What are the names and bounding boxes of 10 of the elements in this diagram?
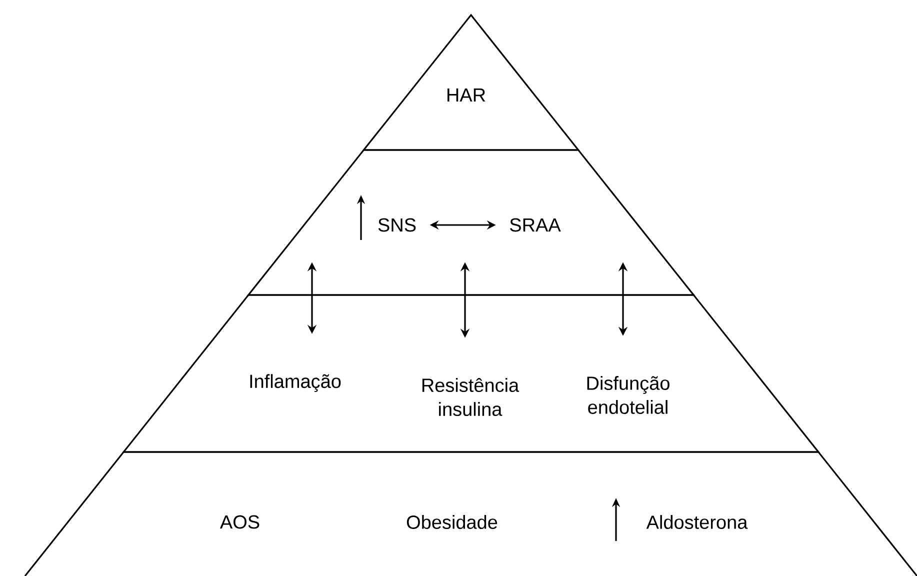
- label-text: Aldosterona: [646, 515, 748, 529]
- label-text: SRAA: [510, 218, 561, 232]
- label-text: AOS: [220, 515, 260, 529]
- label-text: HAR: [448, 88, 486, 102]
- label-text: Obesidade: [406, 515, 498, 529]
- pyramid-band: [24, 451, 917, 576]
- label-text: Resistência insulina: [422, 378, 520, 416]
- label-text: Inflamação: [250, 374, 341, 392]
- label-text: Disfunção endotelial: [587, 376, 670, 414]
- label-text: SNS: [378, 218, 416, 232]
